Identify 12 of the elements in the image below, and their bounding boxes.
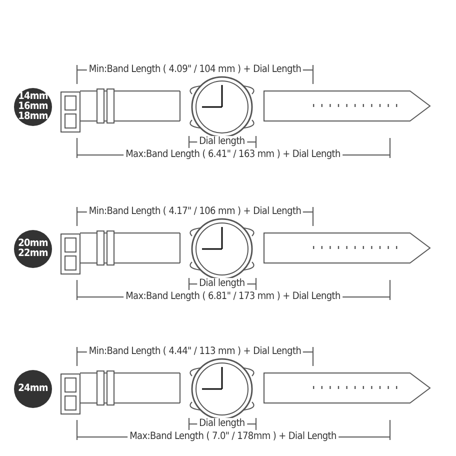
size-badge: 24mm	[14, 370, 52, 408]
dimension-label: Min:Band Length ( 4.09" / 104 mm ) + Dial Length	[86, 64, 304, 76]
dimension-label: Max:Band Length ( 6.41" / 163 mm ) + Dial Length	[124, 149, 342, 161]
dimension-label: Dial length	[197, 136, 247, 148]
size-badge: 14mm 16mm 18mm	[14, 88, 52, 126]
dimension-label: Dial length	[197, 418, 247, 430]
dimension-label: Min:Band Length ( 4.44" / 113 mm ) + Dial Length	[86, 346, 304, 358]
dimension-label: Max:Band Length ( 6.81" / 173 mm ) + Dial Length	[124, 291, 342, 303]
dimension-label: Max:Band Length ( 7.0" / 178mm ) + Dial Length	[128, 431, 338, 443]
dimension-label: Min:Band Length ( 4.17" / 106 mm ) + Dial Length	[86, 206, 304, 218]
dimension-label: Dial length	[197, 278, 247, 290]
size-badge: 20mm 22mm	[14, 230, 52, 268]
